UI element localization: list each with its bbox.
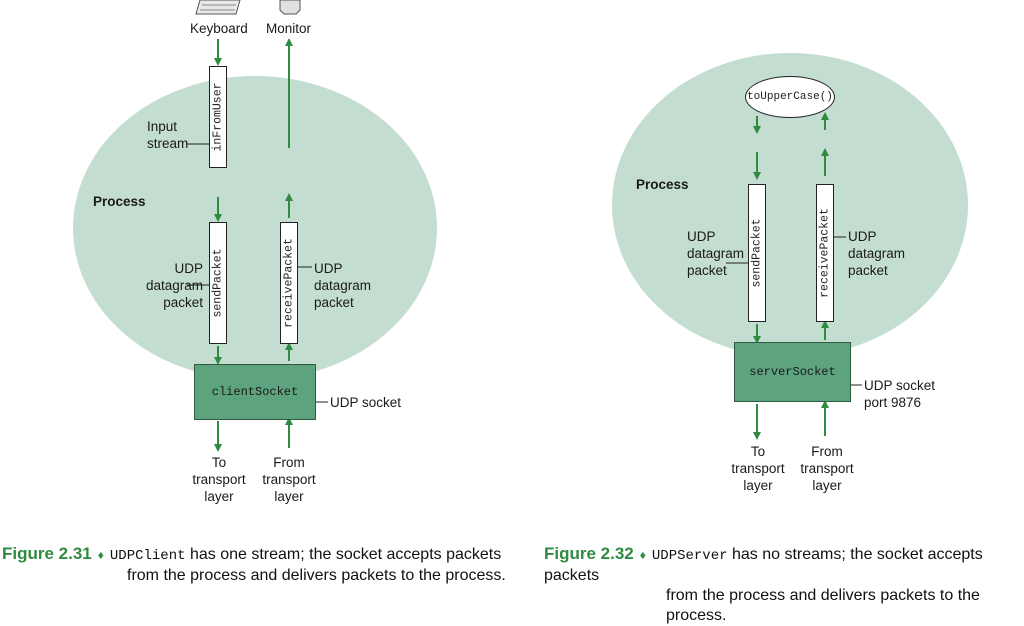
client-send-packet-box: sendPacket — [209, 222, 227, 344]
input-stream-name: inFromUser — [211, 82, 225, 152]
client-to-transport-label: To transport layer — [192, 455, 246, 504]
figure-2-31-number: Figure 2.31 — [2, 544, 92, 563]
client-receive-packet-box: receivePacket — [280, 222, 298, 344]
monitor-label: Monitor — [266, 21, 312, 36]
server-receive-packet-box: receivePacket — [816, 184, 834, 322]
figure-2-31-line1: has one stream; the socket accepts packe… — [185, 546, 502, 563]
client-socket-box: clientSocket — [194, 364, 316, 420]
server-process-ellipse — [612, 53, 968, 357]
keyboard-icon — [195, 0, 241, 15]
monitor-icon — [279, 0, 301, 15]
server-udp-packet-label-right: UDP datagram packet — [848, 229, 906, 278]
client-socket-label: UDP socket — [330, 395, 402, 410]
server-send-packet-box: sendPacket — [748, 184, 766, 322]
server-socket-box: serverSocket — [734, 342, 851, 402]
diagram-graphics — [73, 0, 968, 452]
client-udp-packet-label-left: UDP datagram packet — [146, 261, 204, 310]
server-to-transport-label: To transport layer — [731, 444, 785, 493]
server-from-transport-label: From transport layer — [800, 444, 854, 493]
figure-2-32-number: Figure 2.32 — [544, 544, 634, 563]
caption-diamond-icon: ♦ — [97, 548, 104, 562]
client-process-label: Process — [93, 194, 146, 209]
client-receive-packet-name: receivePacket — [282, 238, 296, 328]
server-socket-label: UDP socket port 9876 — [864, 378, 936, 410]
input-stream-label: Input stream — [147, 119, 189, 151]
udp-client-code: UDPClient — [109, 548, 186, 564]
udp-server-code: UDPServer — [651, 548, 728, 564]
to-upper-case-function: toUpperCase() — [745, 76, 835, 118]
diagram-scene: Keyboard Monitor inFromUser Input stream… — [2, 0, 983, 624]
figure-2-32-line2: from the process and delivers packets to… — [666, 587, 980, 624]
figure-2-32-caption: Figure 2.32 ♦ UDPServer has no streams; th… — [544, 544, 1022, 626]
input-stream-box: inFromUser — [209, 66, 227, 168]
figure-2-31-line2: from the process and delivers packets to… — [127, 567, 506, 584]
server-send-packet-name: sendPacket — [750, 218, 764, 288]
server-process-label: Process — [636, 177, 689, 192]
figure-2-31-caption: Figure 2.31 ♦ UDPClient has one stream; th… — [2, 544, 522, 586]
client-from-transport-label: From transport layer — [262, 455, 316, 504]
client-send-packet-name: sendPacket — [211, 248, 225, 318]
caption-diamond-icon: ♦ — [639, 548, 646, 562]
keyboard-label: Keyboard — [190, 21, 248, 36]
figure-2-32-line1: has no streams; the socket accepts packe… — [544, 546, 983, 584]
client-udp-packet-label-right: UDP datagram packet — [314, 261, 372, 310]
server-udp-packet-label-left: UDP datagram packet — [687, 229, 745, 278]
server-receive-packet-name: receivePacket — [818, 208, 832, 298]
client-process-ellipse — [73, 76, 437, 380]
